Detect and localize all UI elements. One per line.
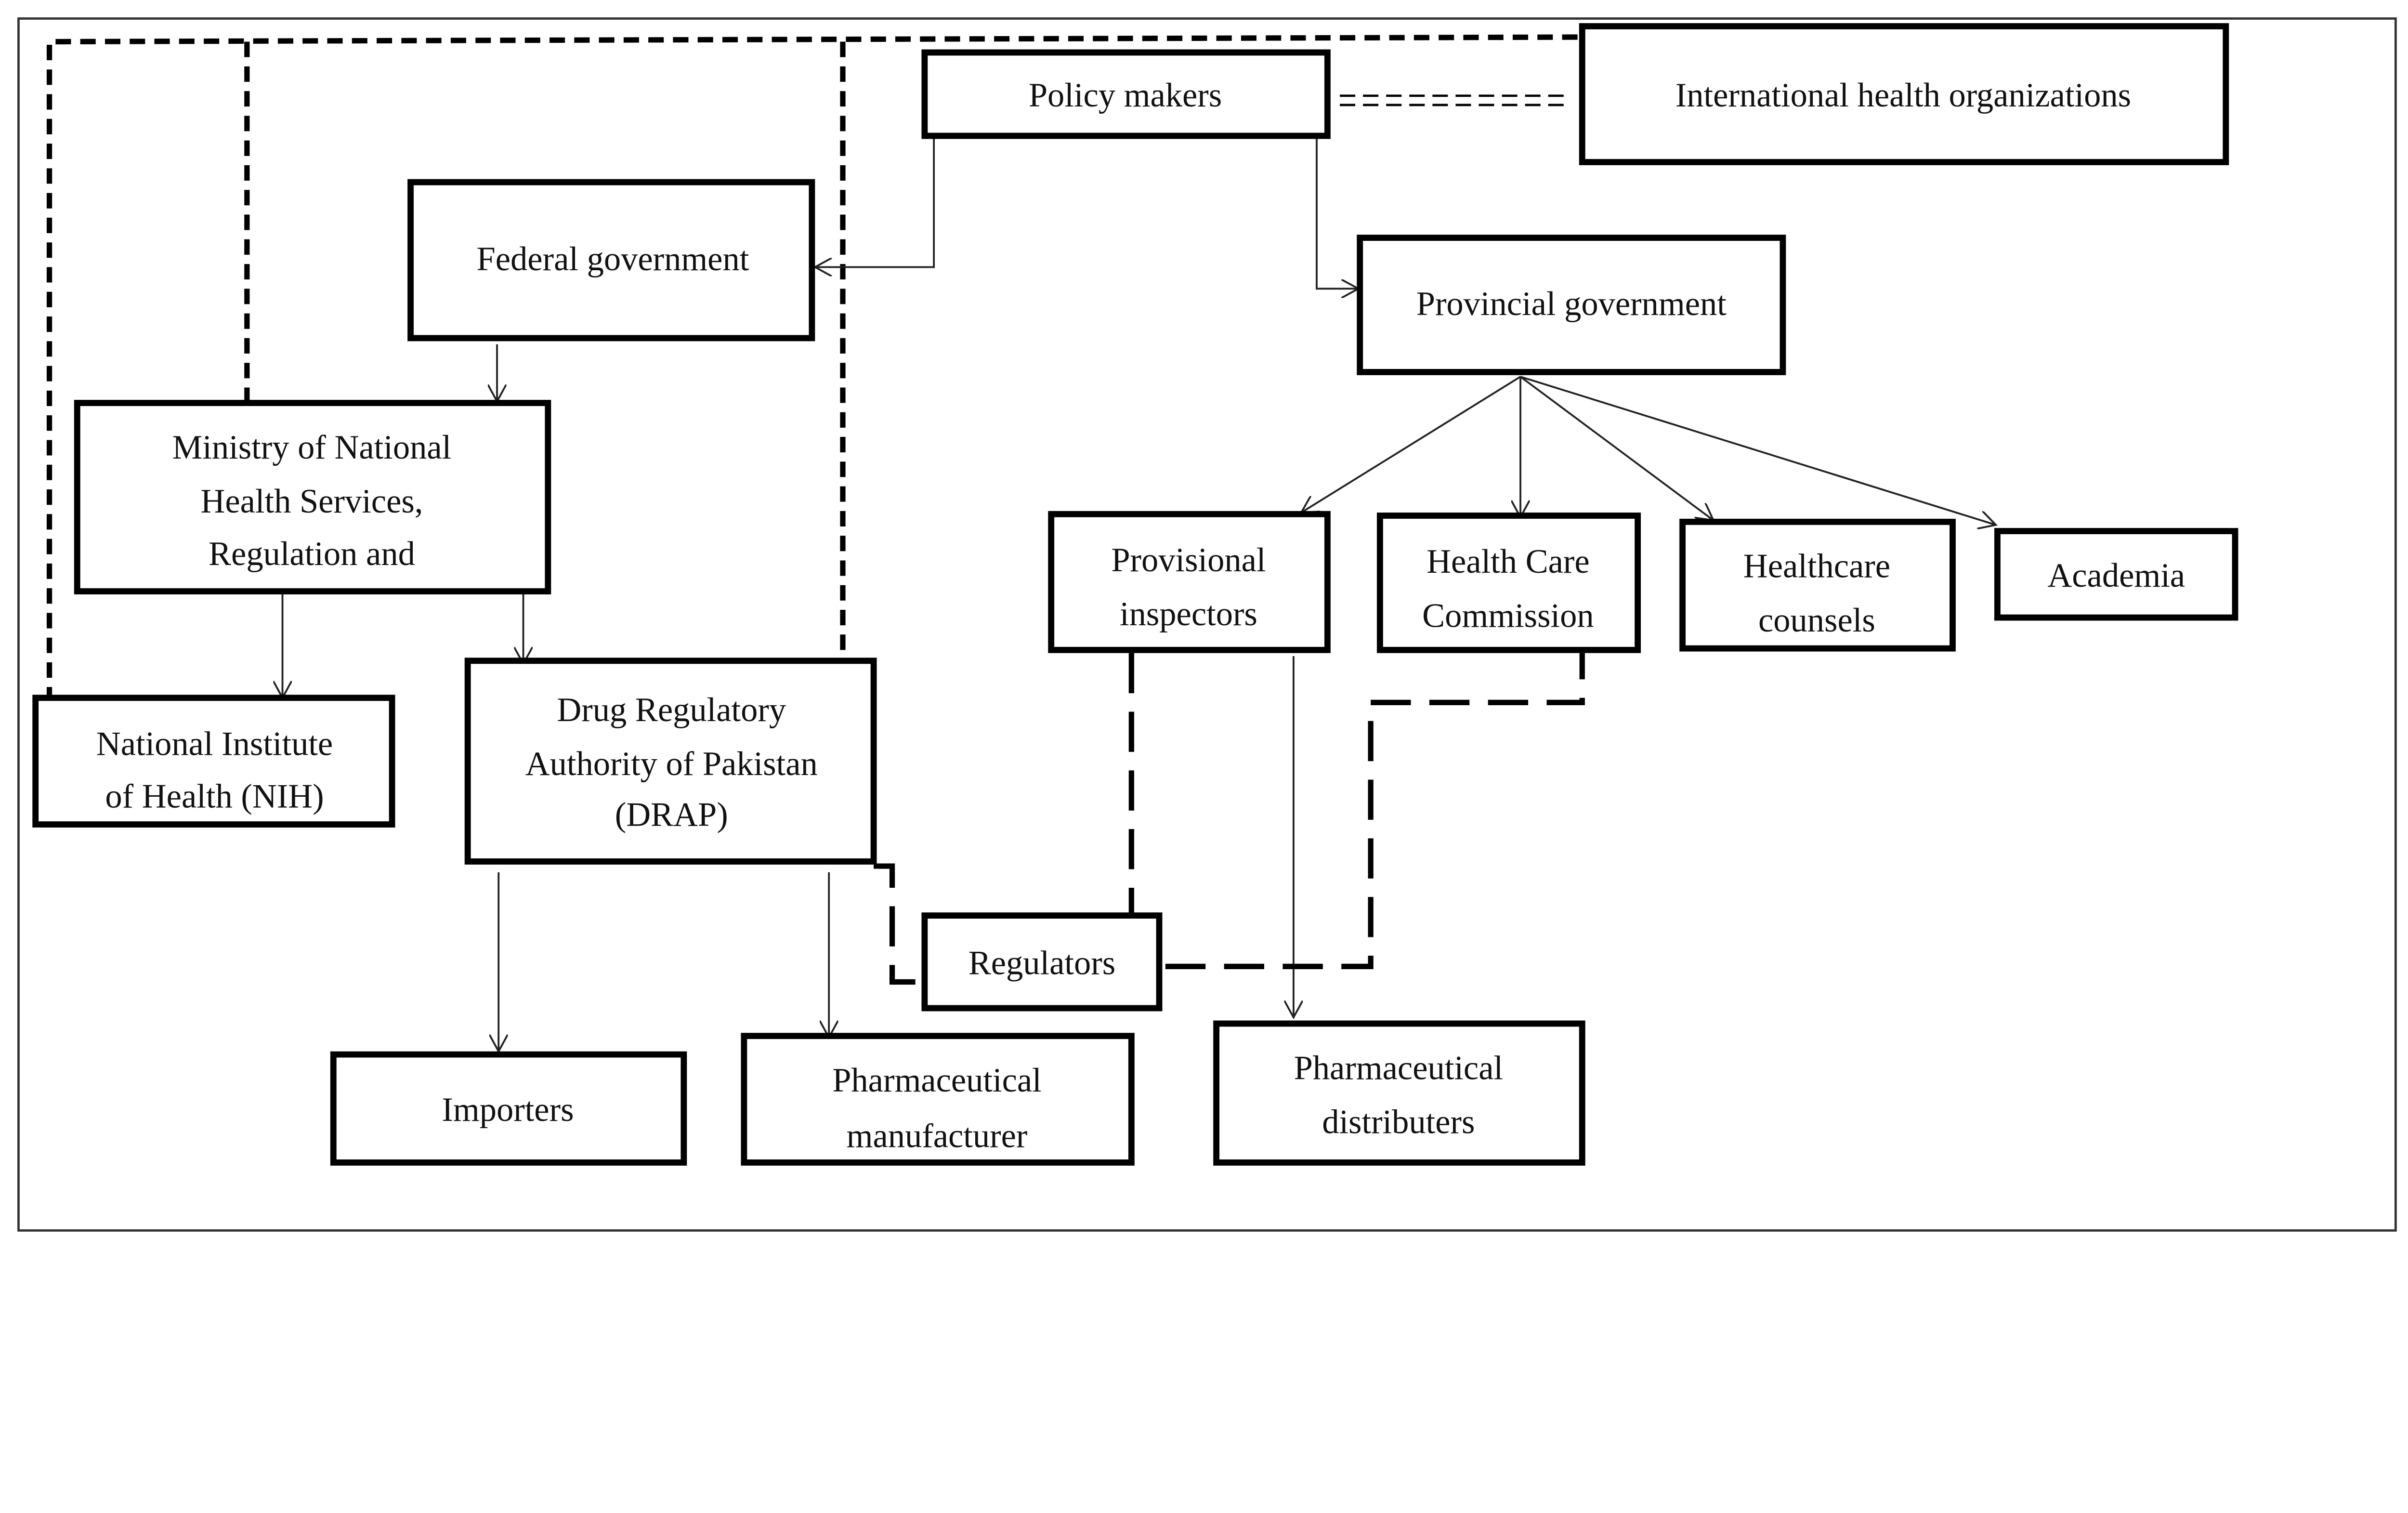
outer-frame — [17, 17, 2397, 1232]
node-health-care-commission: Health Care Commission — [1376, 513, 1641, 653]
ministry-label-2: Health Services, — [200, 483, 423, 520]
international-label: International health organizations — [1675, 77, 2131, 114]
drap-label-3: (DRAP) — [615, 796, 728, 834]
distributers-label-1: Pharmaceutical — [1294, 1049, 1504, 1087]
drap-label-2: Authority of Pakistan — [525, 745, 818, 783]
node-provincial-government: Provincial government — [1357, 235, 1786, 375]
arrow-policy-to-provincial — [1316, 136, 1359, 289]
node-regulators: Regulators — [921, 912, 1163, 1012]
counsels-label-1: Healthcare — [1743, 548, 1890, 585]
regulators-label: Regulators — [968, 944, 1115, 982]
node-academia: Academia — [1994, 528, 2238, 621]
ministry-label-1: Ministry of National — [172, 429, 452, 466]
node-provisional-inspectors: Provisional inspectors — [1048, 511, 1331, 653]
inspectors-label-2: inspectors — [1120, 595, 1257, 633]
node-healthcare-counsels: Healthcare counsels — [1679, 518, 1956, 652]
policy-makers-label: Policy makers — [1029, 77, 1222, 114]
drap-label-1: Drug Regulatory — [557, 691, 786, 729]
arrow-policy-to-federal — [815, 136, 935, 267]
arrow-provincial-to-inspectors — [1301, 376, 1521, 513]
node-pharmaceutical-distributers: Pharmaceutical distributers — [1213, 1020, 1585, 1166]
provincial-label: Provincial government — [1416, 285, 1727, 323]
manufacturer-label-2: manufacturer — [847, 1117, 1028, 1155]
arrow-provincial-to-counsels — [1519, 376, 1714, 520]
node-international-health-organizations: International health organizations — [1579, 23, 2229, 165]
nih-label-1: National Institute — [96, 725, 333, 763]
federal-label: Federal government — [477, 240, 749, 278]
inspectors-label-1: Provisional — [1111, 541, 1266, 579]
node-drap: Drug Regulatory Authority of Pakistan (D… — [464, 658, 877, 865]
arrow-provincial-to-academia — [1520, 376, 1996, 525]
counsels-label-2: counsels — [1758, 602, 1875, 639]
node-nih: National Institute of Health (NIH) — [32, 695, 395, 828]
node-federal-government: Federal government — [407, 179, 815, 342]
double-dashed-international-link — [1340, 94, 1571, 106]
hcc-label-1: Health Care — [1426, 543, 1590, 580]
academia-label: Academia — [2047, 557, 2185, 594]
nih-label-2: of Health (NIH) — [105, 777, 324, 815]
dashed-drap-to-regulators — [874, 863, 925, 985]
dashed-top-connector — [46, 34, 1590, 703]
node-ministry: Ministry of National Health Services, Re… — [74, 400, 551, 594]
node-policy-makers: Policy makers — [921, 49, 1331, 139]
dashed-hcc-to-regulators — [1165, 653, 1585, 970]
node-importers: Importers — [330, 1051, 687, 1166]
distributers-label-2: distributers — [1322, 1104, 1475, 1141]
ministry-label-3: Regulation and — [209, 535, 415, 573]
manufacturer-label-1: Pharmaceutical — [832, 1062, 1042, 1099]
node-pharmaceutical-manufacturer: Pharmaceutical manufacturer — [741, 1033, 1135, 1166]
importers-label: Importers — [442, 1091, 574, 1129]
regulatory-diagram: Policy makers International health organ… — [17, 17, 2397, 1232]
hcc-label-2: Commission — [1422, 597, 1594, 634]
